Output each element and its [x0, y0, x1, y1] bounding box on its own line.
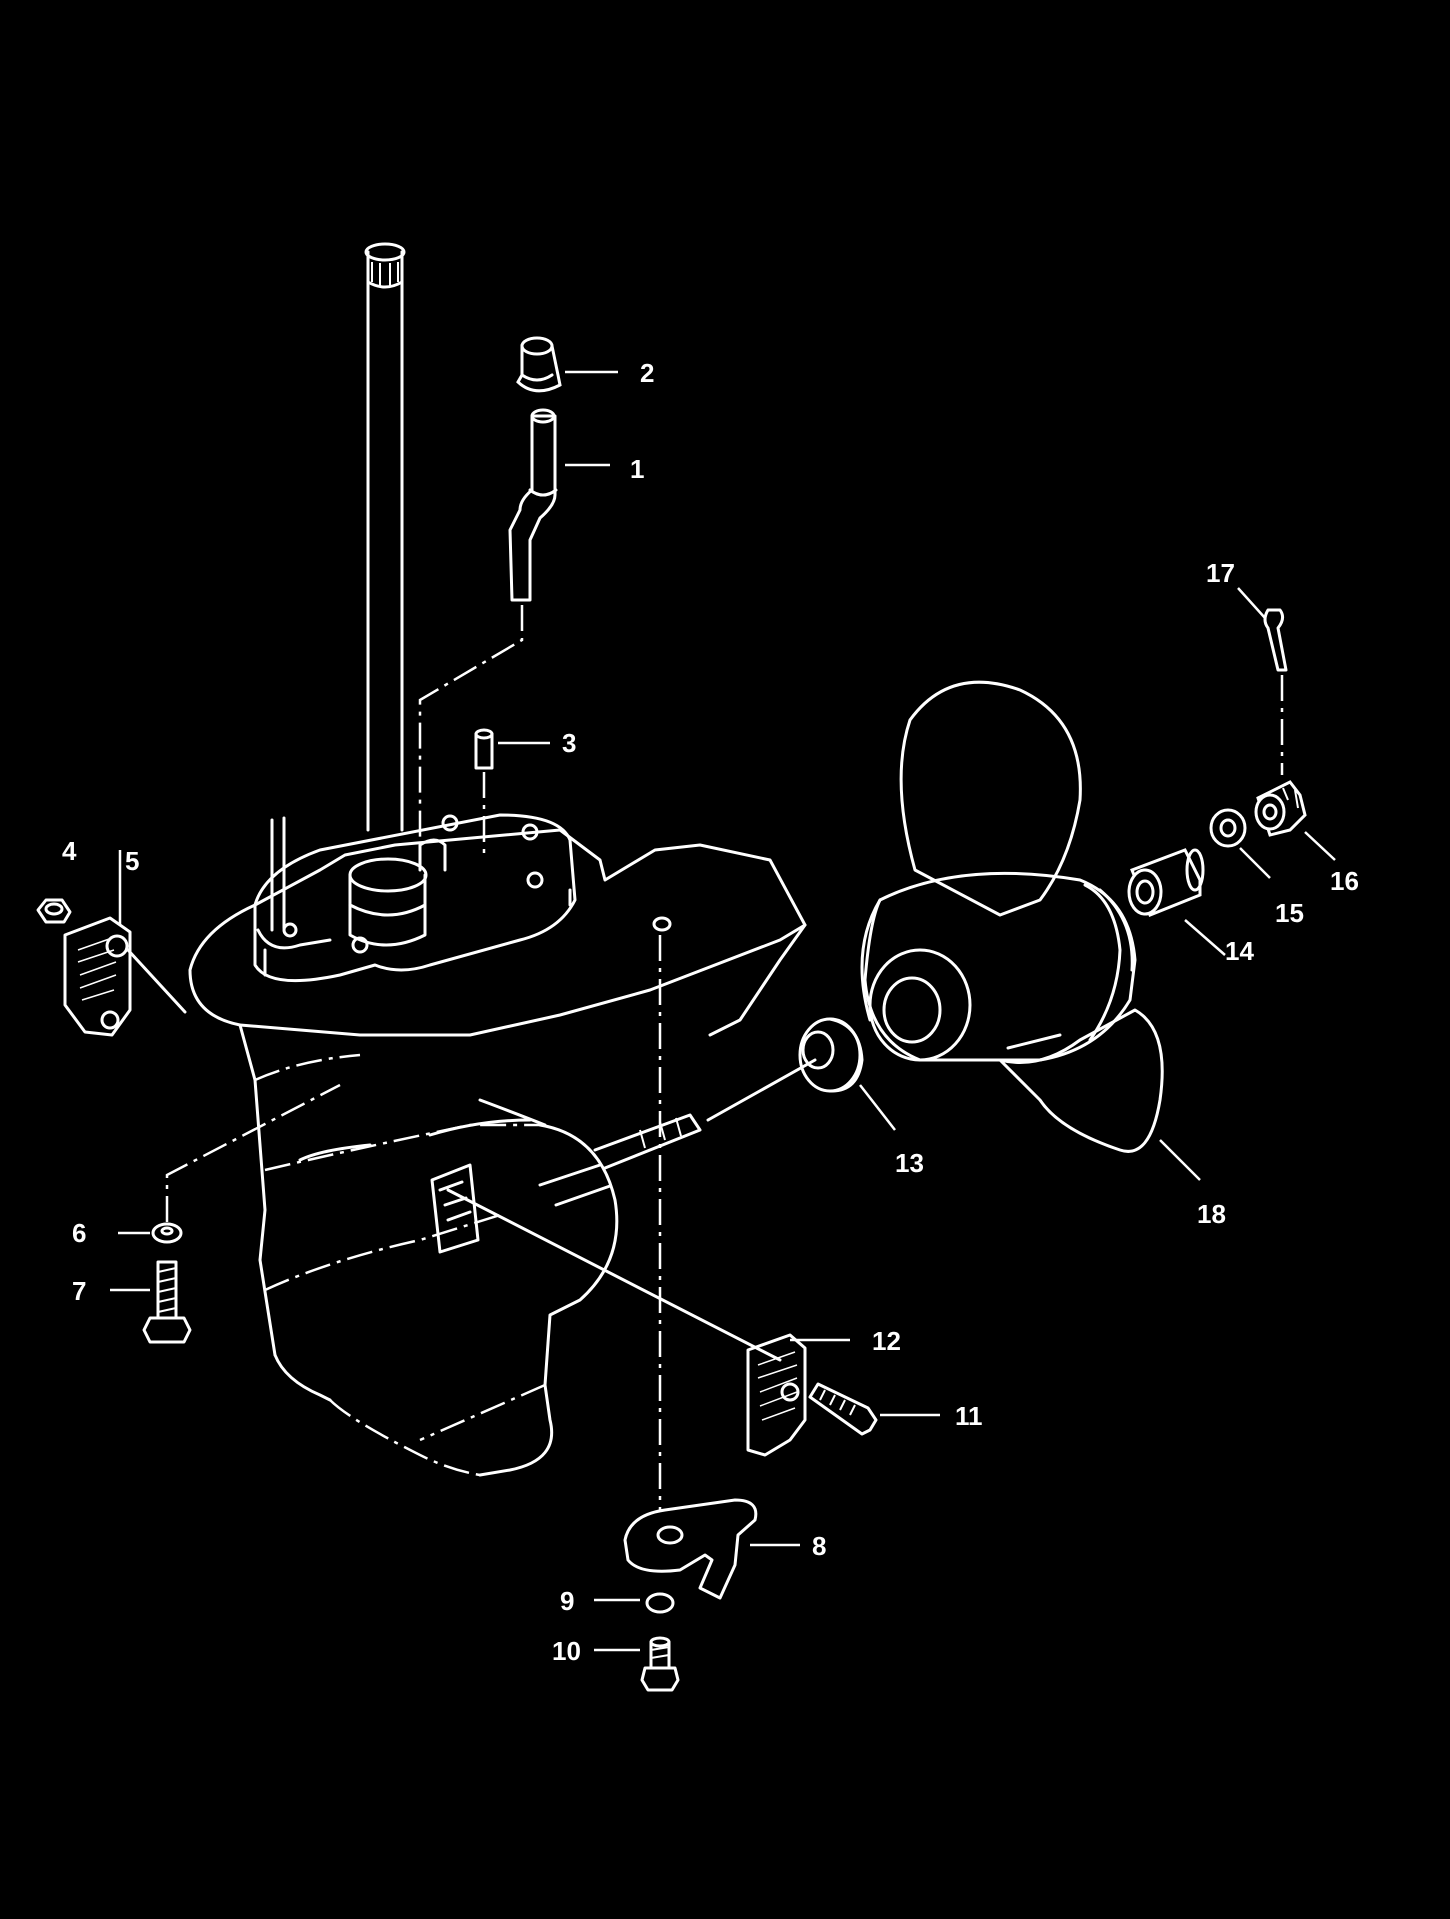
drive-shaft — [364, 242, 406, 832]
callout-16: 16 — [1330, 866, 1359, 896]
callout-13: 13 — [895, 1148, 924, 1178]
cotter-pin-part — [1263, 608, 1288, 775]
callout-5: 5 — [125, 846, 139, 876]
trim-tab-part — [623, 935, 758, 1692]
shift-rod-part — [418, 408, 558, 840]
propeller-part — [860, 680, 1164, 1153]
leader-lines — [110, 370, 1336, 1652]
washer-part — [1209, 808, 1247, 848]
callout-8: 8 — [812, 1531, 826, 1561]
callout-12: 12 — [872, 1326, 901, 1356]
washer-bolt-part — [142, 1083, 341, 1344]
right-cover-part — [446, 1188, 878, 1457]
callout-2: 2 — [640, 358, 654, 388]
callout-15: 15 — [1275, 898, 1304, 928]
callout-1: 1 — [630, 454, 644, 484]
callout-6: 6 — [72, 1218, 86, 1248]
callout-14: 14 — [1225, 936, 1254, 966]
callout-7: 7 — [72, 1276, 86, 1306]
grommet-part — [516, 336, 562, 393]
callout-18: 18 — [1197, 1199, 1226, 1229]
callout-labels: 1 2 3 4 5 6 7 8 9 10 11 12 13 14 15 16 1… — [62, 358, 1359, 1666]
gearcase-housing — [188, 813, 807, 1477]
thrust-washer-part — [706, 1017, 864, 1122]
castle-nut-part — [1254, 780, 1307, 837]
callout-17: 17 — [1206, 558, 1235, 588]
callout-4: 4 — [62, 836, 77, 866]
dowel-pin-part — [474, 728, 494, 860]
callout-3: 3 — [562, 728, 576, 758]
callout-10: 10 — [552, 1636, 581, 1666]
spacer-part — [1127, 848, 1205, 917]
left-cover-part — [36, 898, 187, 1037]
callout-9: 9 — [560, 1586, 574, 1616]
callout-11: 11 — [955, 1401, 983, 1431]
